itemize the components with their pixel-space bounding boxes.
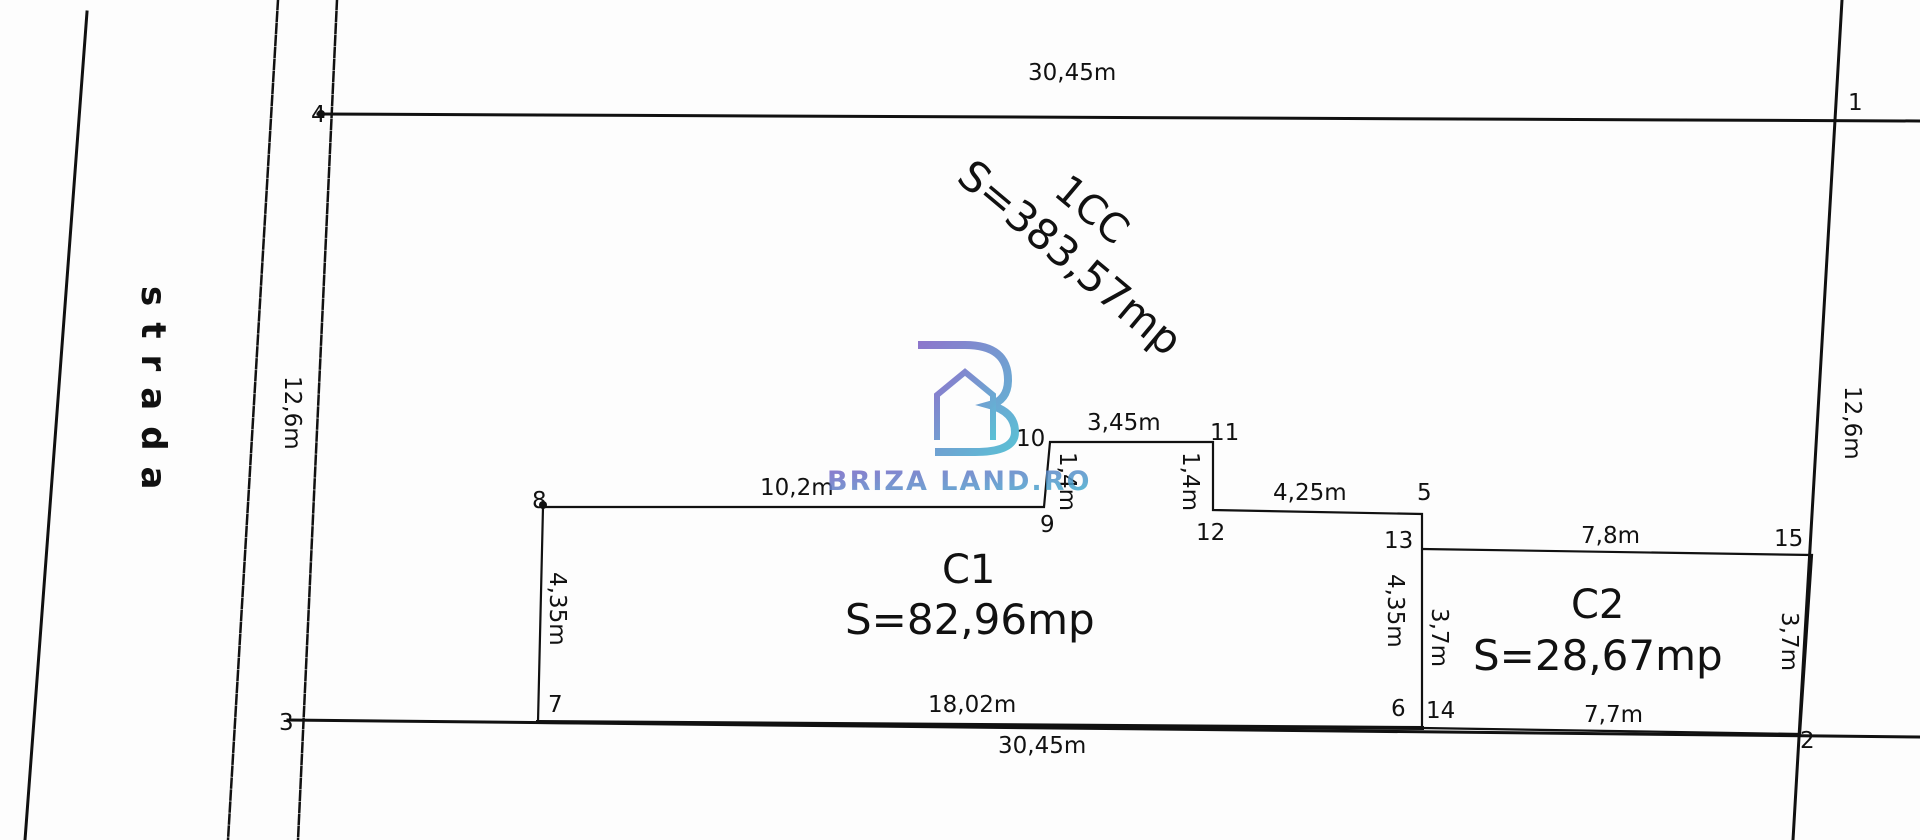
c2-name: C2: [1571, 582, 1624, 628]
building-c1-bottom-heavy-line: [535, 719, 1425, 731]
c1-dim-bottom: 18,02m: [928, 692, 1016, 718]
point-label-1: 1: [1848, 90, 1863, 116]
c1-dim-notch-left: 1,4m: [1054, 452, 1080, 511]
c2-dim-right: 3,7m: [1776, 612, 1802, 671]
point-label-9: 9: [1040, 512, 1055, 538]
c1-dim-notch-right: 1,4m: [1177, 452, 1203, 511]
point-label-8: 8: [532, 488, 547, 514]
point-label-11: 11: [1210, 420, 1239, 446]
parcel-right-line: [1791, 0, 1844, 840]
road-boundary-line-left: [226, 0, 280, 840]
point-label-10: 10: [1016, 426, 1045, 452]
point-label-6: 6: [1391, 696, 1406, 722]
point-marker-8: [539, 501, 547, 509]
c1-dim-left: 4,35m: [544, 572, 570, 646]
road-boundary-line-right: [296, 0, 339, 840]
c1-name: C1: [942, 547, 995, 593]
c2-area: S=28,67mp: [1473, 631, 1723, 680]
point-marker-4: [317, 110, 325, 118]
parcel-bottom-length: 30,45m: [998, 733, 1086, 759]
parcel-top-length: 30,45m: [1028, 60, 1116, 86]
point-label-12: 12: [1196, 520, 1225, 546]
point-label-2: 2: [1800, 728, 1815, 754]
c2-dim-top: 7,8m: [1581, 523, 1640, 549]
parcel-bottom-line: [286, 718, 1920, 739]
street-edge-line: [23, 10, 89, 840]
watermark-text: BRIZA LAND.RO: [827, 466, 1091, 497]
point-label-7: 7: [548, 692, 563, 718]
street-label: strada: [133, 286, 173, 505]
parcel-top-line: [316, 112, 1920, 123]
c1-area: S=82,96mp: [845, 595, 1095, 644]
point-label-4: 4: [311, 102, 326, 128]
point-label-3: 3: [279, 710, 294, 736]
point-label-13: 13: [1384, 528, 1413, 554]
c1-dim-top-notch: 3,45m: [1087, 410, 1161, 436]
c2-dim-left: 3,7m: [1426, 608, 1452, 667]
c2-dim-bottom: 7,7m: [1584, 702, 1643, 728]
point-label-15: 15: [1774, 526, 1803, 552]
house-b-logo-icon: [914, 341, 1020, 456]
point-label-5: 5: [1417, 480, 1432, 506]
c1-dim-right: 4,35m: [1382, 574, 1408, 648]
c1-dim-top-right: 4,25m: [1273, 480, 1347, 506]
parcel-right-width: 12,6m: [1839, 386, 1865, 460]
c1-dim-top-left: 10,2m: [760, 475, 834, 501]
parcel-left-width: 12,6m: [279, 376, 305, 450]
building-c2-outline: [1421, 547, 1814, 736]
point-label-14: 14: [1426, 698, 1455, 724]
